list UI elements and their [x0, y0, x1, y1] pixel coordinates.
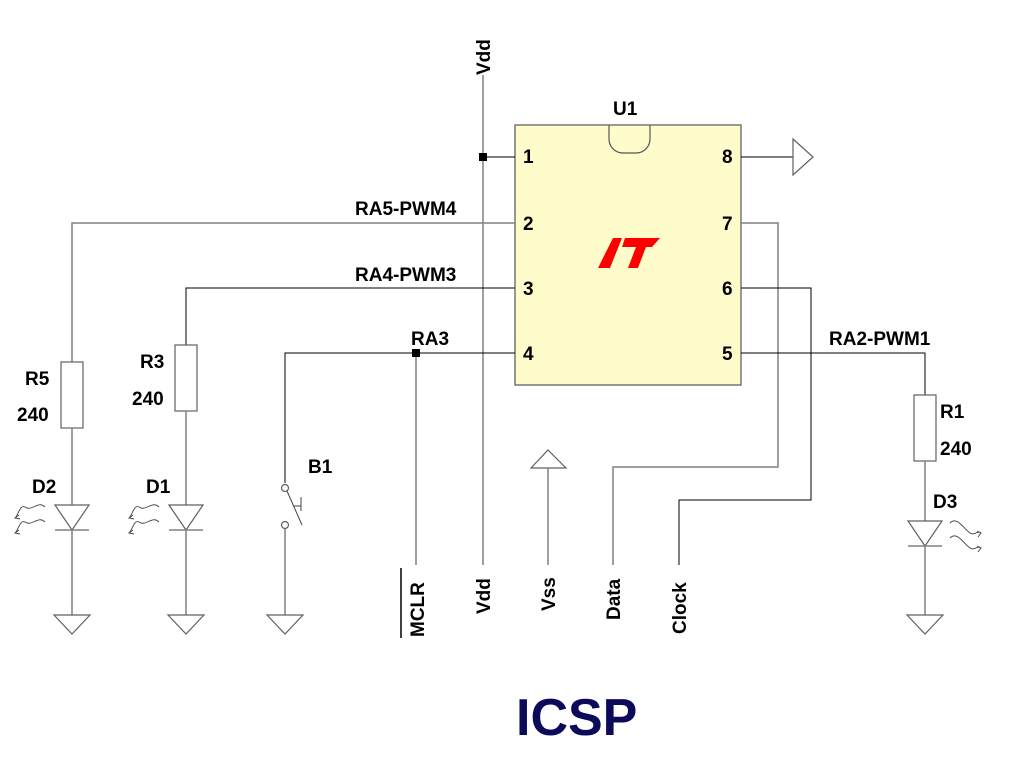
b1-ground-icon	[265, 614, 305, 635]
ra5-wire	[71, 222, 515, 362]
d1-led-icon	[167, 504, 205, 532]
pin-6: 6	[722, 279, 733, 300]
ra4-label: RA4-PWM3	[355, 265, 456, 286]
d3-ground-icon	[905, 614, 945, 635]
pin-3: 3	[523, 279, 534, 300]
chip-body	[514, 124, 742, 386]
data-wire	[612, 222, 779, 565]
r5-ref: R5	[25, 369, 50, 390]
vdd-label: Vdd	[474, 578, 495, 614]
pin8-ground-icon	[792, 137, 814, 177]
ra4-wire	[185, 287, 515, 345]
r3-ref: R3	[140, 352, 164, 373]
pin-5: 5	[722, 344, 733, 365]
vss-arrow-icon	[529, 449, 568, 469]
d1-ref: D1	[146, 477, 171, 498]
r5-resistor	[60, 361, 84, 429]
d3-ref: D3	[933, 492, 957, 513]
d3-light-icon	[949, 520, 982, 553]
d1-ground-icon	[166, 614, 206, 635]
chip-notch	[608, 125, 651, 154]
r3-value: 240	[132, 389, 164, 410]
vdd-top-label: Vdd	[474, 39, 495, 75]
r5-value: 240	[17, 405, 49, 426]
ra2-wire	[741, 352, 926, 395]
chip-ref: U1	[613, 99, 638, 120]
r1-resistor	[913, 394, 937, 462]
ra3-label: RA3	[411, 329, 449, 350]
pin-8: 8	[722, 147, 733, 168]
junction-dot	[479, 153, 487, 161]
d2-led-icon	[53, 504, 91, 532]
ra3-wire	[284, 352, 515, 483]
pin-2: 2	[523, 214, 534, 235]
d3-led-icon	[906, 520, 944, 548]
r1-value: 240	[940, 439, 972, 460]
r3-resistor	[174, 344, 198, 412]
clock-wire	[678, 287, 812, 565]
ra5-label: RA5-PWM4	[355, 199, 457, 220]
b1-pushbutton-icon	[286, 490, 303, 526]
lt-logo-icon	[598, 238, 660, 268]
junction-dot	[412, 349, 420, 357]
mclr-label: MCLR	[408, 582, 429, 637]
b1-ref: B1	[308, 457, 333, 478]
d2-light-icon	[13, 504, 46, 535]
pin-7: 7	[722, 214, 733, 235]
d2-ref: D2	[32, 477, 56, 498]
ra2-label: RA2-PWM1	[829, 329, 931, 350]
data-label: Data	[604, 578, 625, 620]
pin-1: 1	[523, 147, 534, 168]
pin-4: 4	[523, 344, 534, 365]
d2-ground-icon	[52, 614, 92, 635]
d1-light-icon	[127, 504, 160, 535]
clock-label: Clock	[670, 582, 691, 634]
vss-label: Vss	[539, 577, 560, 611]
schematic-title: ICSP	[516, 689, 637, 747]
r1-ref: R1	[940, 402, 965, 423]
